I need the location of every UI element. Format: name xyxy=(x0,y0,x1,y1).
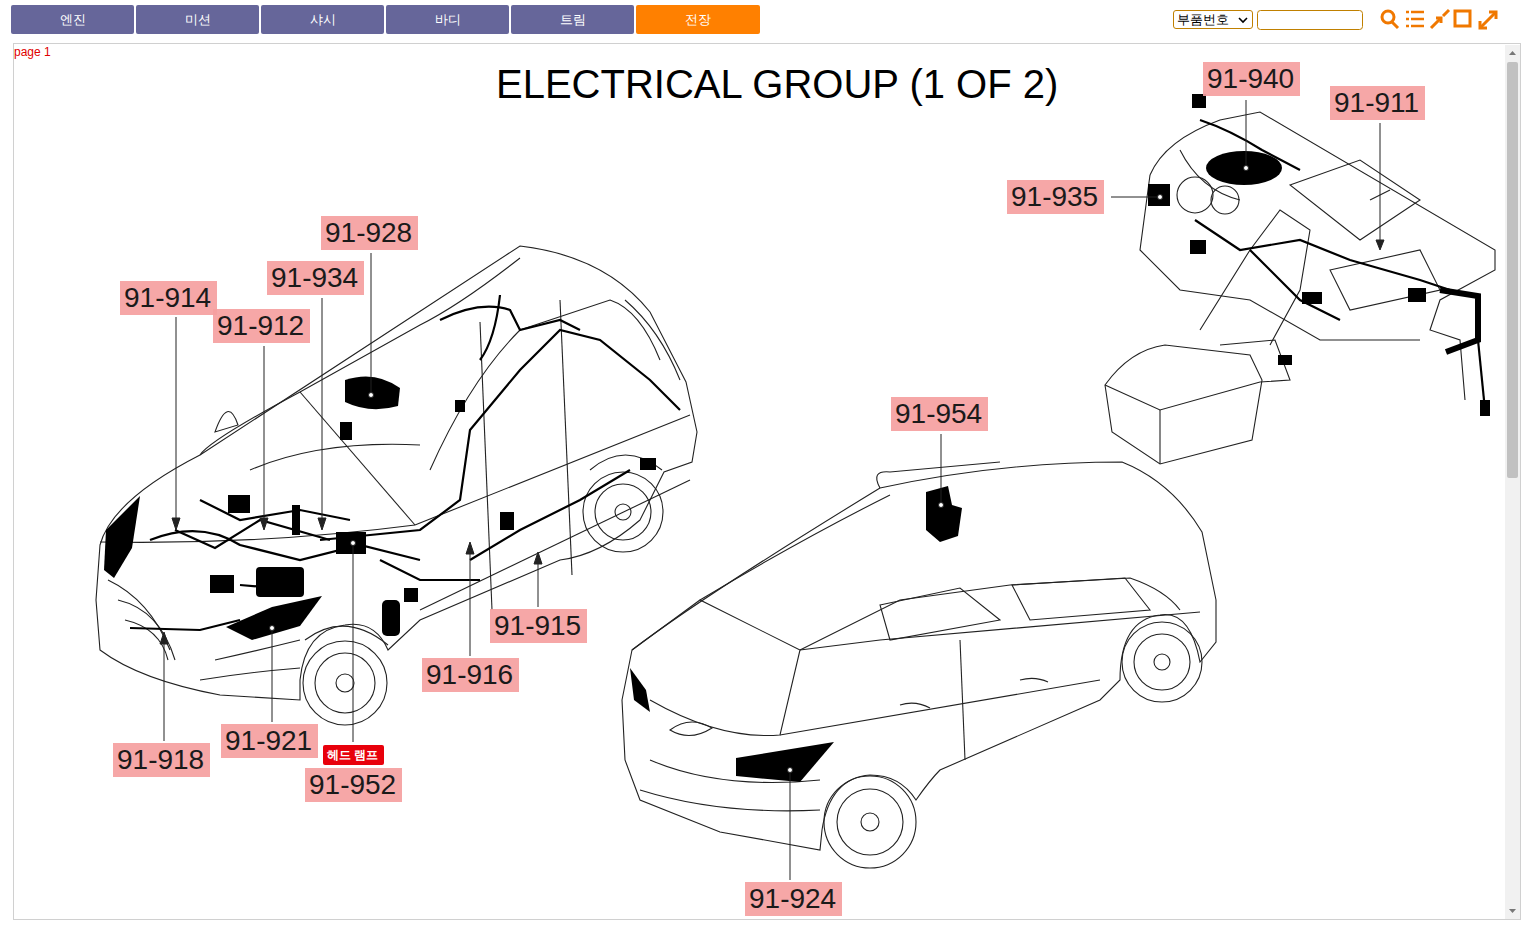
node-text: 91-911 xyxy=(1334,87,1419,118)
node-text: 바디 xyxy=(435,12,461,27)
node-text: 전장 xyxy=(685,12,711,27)
callout-number: 91-915 xyxy=(490,609,587,643)
node-text: 헤드 램프 xyxy=(327,748,378,762)
callout-number: 91-914 xyxy=(120,281,217,315)
menu-tab: 엔진 xyxy=(11,5,134,34)
content-frame xyxy=(13,43,1521,920)
node-text: 91-928 xyxy=(325,217,412,248)
diagram-title: ELECTRICAL GROUP (1 OF 2) xyxy=(496,62,1058,107)
dashboard xyxy=(1105,112,1495,464)
callout-number: 91-918 xyxy=(113,743,210,777)
menu-tab: 샤시 xyxy=(261,5,384,34)
scroll-arrows xyxy=(1509,51,1516,913)
callout-number: 91-916 xyxy=(422,658,519,692)
menu-tab-active: 전장 xyxy=(636,5,760,34)
menu-tab: 트림 xyxy=(511,5,634,34)
node-text: 샤시 xyxy=(310,12,336,27)
callout-number: 91-921 xyxy=(221,724,318,758)
front-car xyxy=(96,246,697,725)
node-text: 91-924 xyxy=(749,883,836,914)
node-text: 트림 xyxy=(560,12,586,27)
rear-car-parts xyxy=(630,486,962,782)
callout-number: 91-911 xyxy=(1330,86,1425,120)
scrollbar-track xyxy=(1505,45,1520,919)
select-chevron xyxy=(1238,16,1248,24)
node-text: 91-918 xyxy=(117,744,204,775)
callout-number: 91-924 xyxy=(745,882,842,916)
callout-number: 91-912 xyxy=(213,309,310,343)
menu-tab: 미션 xyxy=(136,5,259,34)
node-text: 91-916 xyxy=(426,659,513,690)
dashboard-harness xyxy=(1195,120,1484,400)
leader-lines xyxy=(160,100,1384,880)
node-text: 91-954 xyxy=(895,398,982,429)
callout-number: 91-935 xyxy=(1007,180,1104,214)
node-text: 91-940 xyxy=(1207,63,1294,94)
page-label: page 1 xyxy=(14,45,51,59)
search-select: 부품번호 xyxy=(1173,10,1253,29)
callout-number: 91-952 xyxy=(305,768,402,802)
node-text: 91-935 xyxy=(1011,181,1098,212)
front-car-parts xyxy=(104,376,656,640)
callout-number: 91-940 xyxy=(1203,62,1300,96)
node-text: 엔진 xyxy=(60,12,86,27)
tooltip-label: 헤드 램프 xyxy=(323,745,384,765)
dashboard-parts xyxy=(1148,94,1490,416)
front-car-harness xyxy=(130,295,680,630)
callout-number: 91-928 xyxy=(321,216,418,250)
scrollbar-thumb xyxy=(1507,62,1518,478)
node-text: 91-914 xyxy=(124,282,211,313)
search-input xyxy=(1258,11,1363,30)
rear-car xyxy=(622,462,1216,868)
menu-tab: 바디 xyxy=(386,5,509,34)
node-text: 91-915 xyxy=(494,610,581,641)
dashboard-harness-main xyxy=(1440,290,1478,352)
node-text: 91-952 xyxy=(309,769,396,800)
node-text: 부품번호 xyxy=(1177,12,1229,27)
callout-number: 91-934 xyxy=(267,261,364,295)
node-text: 미션 xyxy=(185,12,211,27)
node-text: 91-934 xyxy=(271,262,358,293)
node-text: 91-921 xyxy=(225,725,312,756)
node-text: 91-912 xyxy=(217,310,304,341)
toolbar-icons xyxy=(1382,10,1496,28)
callout-number: 91-954 xyxy=(891,397,988,431)
